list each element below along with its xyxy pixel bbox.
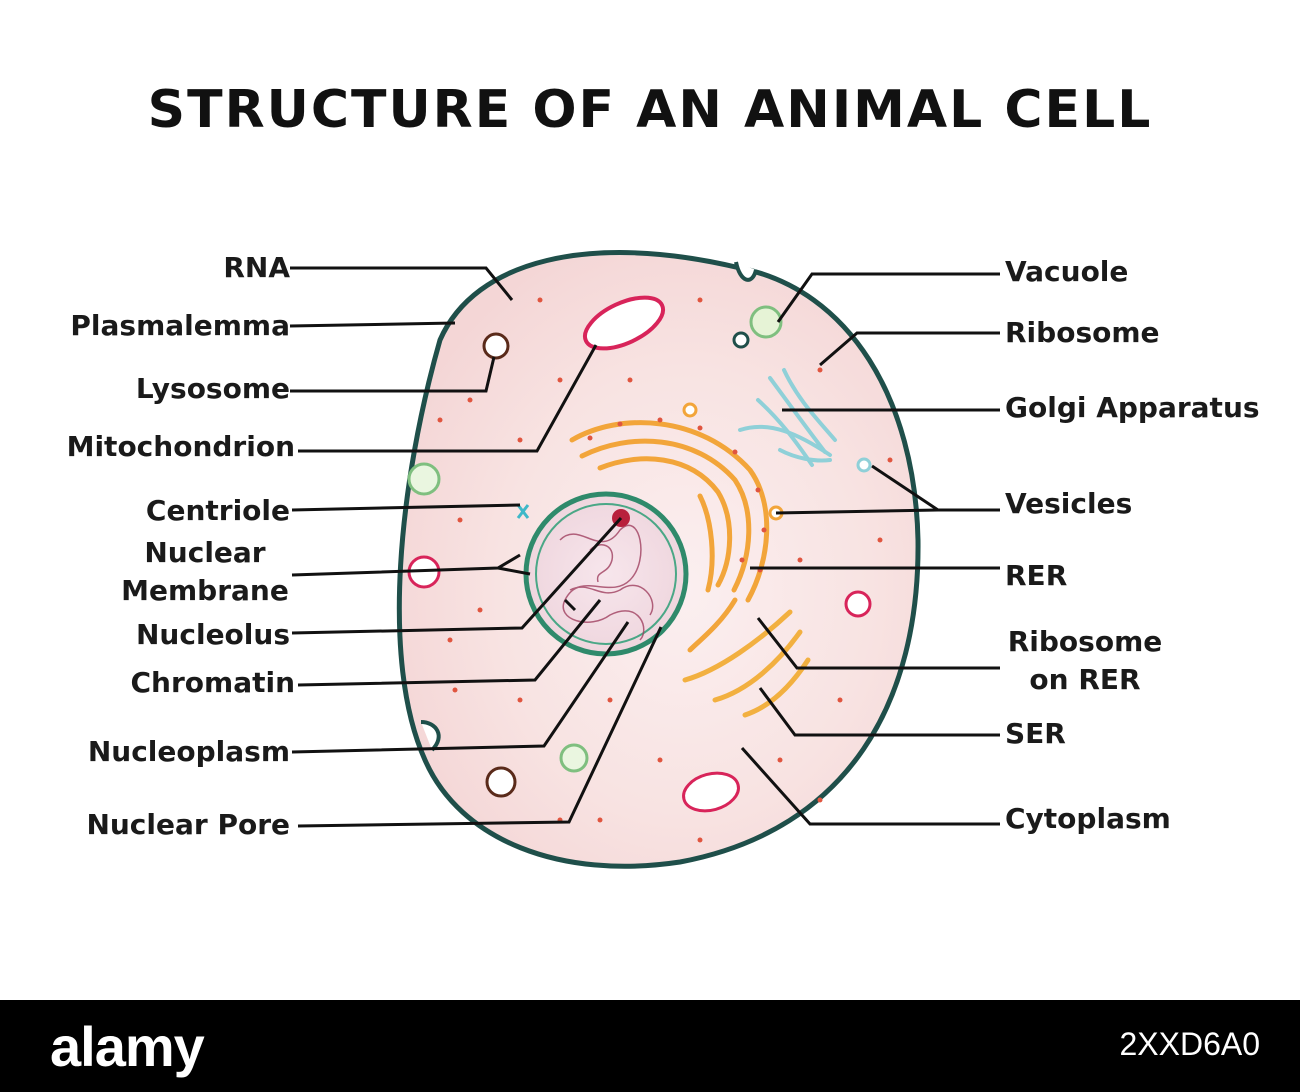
- smooth-endoplasmic-reticulum: [682, 609, 811, 718]
- label-nuclear-membrane-line2: Membrane: [121, 574, 289, 607]
- label-nucleolus: Nucleolus: [136, 618, 290, 651]
- mitochondrion: [407, 295, 872, 813]
- label-plasmalemma: Plasmalemma: [70, 309, 290, 342]
- image-code: 2XXD6A0: [1119, 1026, 1260, 1062]
- brand-logo: alamy: [50, 1015, 205, 1078]
- vesicle: [682, 402, 872, 521]
- rough-endoplasmic-reticulum: [569, 420, 770, 653]
- label-ribosome-on-rer-line1: Ribosome: [1007, 625, 1163, 658]
- ribosomes-on-rer: [587, 417, 767, 573]
- label-ribosome-on-rer-line2: on RER: [1029, 663, 1141, 696]
- diagram-title: STRUCTURE OF AN ANIMAL CELL: [147, 80, 1153, 140]
- label-mitochondrion: Mitochondrion: [66, 430, 295, 463]
- leader-lines: [289, 266, 1000, 828]
- membrane-notch-left: [420, 720, 441, 752]
- label-cytoplasm: Cytoplasm: [1005, 802, 1171, 835]
- label-rer: RER: [1005, 559, 1068, 592]
- vacuole: [407, 305, 783, 773]
- label-nucleoplasm: Nucleoplasm: [87, 735, 290, 768]
- cell-illustration: [289, 250, 1000, 869]
- chromatin: [559, 524, 654, 641]
- centriole: [516, 504, 530, 519]
- label-chromatin: Chromatin: [130, 666, 295, 699]
- label-rna: RNA: [223, 251, 290, 284]
- label-ribosome: Ribosome: [1005, 316, 1160, 349]
- label-lysosome: Lysosome: [135, 372, 290, 405]
- label-vesicles: Vesicles: [1005, 487, 1133, 520]
- label-centriole: Centriole: [145, 494, 290, 527]
- label-golgi-apparatus: Golgi Apparatus: [1005, 391, 1260, 424]
- nucleus: [523, 491, 689, 657]
- animal-cell-diagram: STRUCTURE OF AN ANIMAL CELL RNA Plasmale…: [66, 80, 1260, 869]
- label-ser: SER: [1005, 717, 1066, 750]
- label-nuclear-pore: Nuclear Pore: [86, 808, 290, 841]
- ribosomes: [437, 297, 893, 843]
- label-nuclear-membrane-line1: Nuclear: [144, 536, 266, 569]
- watermark-bar: alamy 2XXD6A0: [0, 1000, 1300, 1092]
- label-vacuole: Vacuole: [1005, 255, 1129, 288]
- nucleus-inner-membrane: [535, 503, 677, 645]
- golgi-apparatus: [738, 368, 837, 467]
- membrane-notch-top: [734, 261, 758, 282]
- lysosome: [482, 332, 517, 798]
